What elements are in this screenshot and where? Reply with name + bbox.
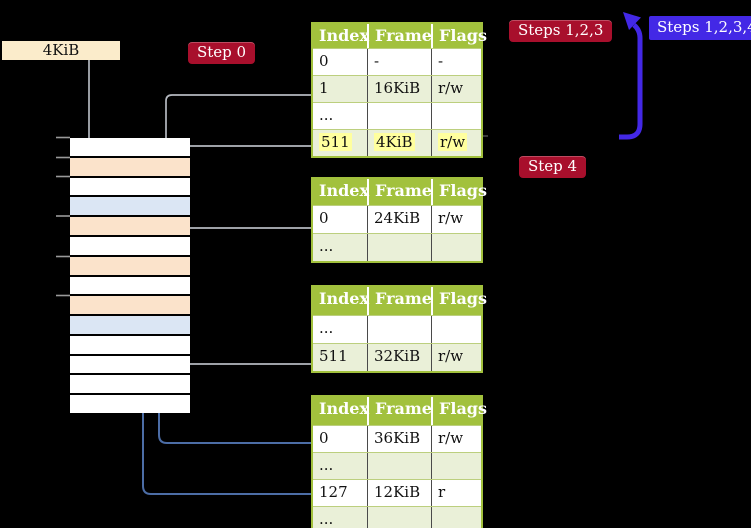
table-cell: -: [367, 49, 431, 75]
table-cell: r/w: [431, 344, 481, 371]
step4-label: Step 4: [519, 156, 587, 178]
table-cell: [367, 507, 431, 528]
table-cell: [431, 103, 481, 129]
column-header: Frame: [367, 24, 432, 48]
column-header: Frame: [367, 179, 432, 205]
table-cell: 24KiB: [367, 206, 431, 233]
table-row: ...: [313, 452, 481, 479]
physical-memory-column: [70, 138, 190, 413]
memory-frame-row-7: [70, 276, 190, 295]
memory-frame-row-4: [70, 217, 190, 235]
table-row: ...: [313, 233, 481, 261]
memory-frame-row-5: [70, 236, 190, 255]
column-header: Flags: [431, 287, 487, 315]
memory-frame-row-10: [70, 335, 190, 354]
table-cell: [367, 234, 431, 261]
column-header: Index: [319, 289, 370, 308]
page-size-label: 4KiB: [2, 41, 120, 60]
table-cell: r/w: [431, 76, 481, 102]
memory-frame-row-0: [70, 138, 190, 156]
table-cell: 511: [319, 347, 348, 365]
table-cell: 4KiB: [367, 130, 431, 156]
memory-frame-row-12: [70, 375, 190, 394]
memory-frame-row-8: [70, 296, 190, 315]
table-cell: [367, 103, 431, 129]
memory-frame-row-3: [70, 197, 190, 216]
table-cell: [431, 507, 481, 528]
table-cell: 36KiB: [367, 426, 431, 452]
memory-address-ticks: [56, 136, 70, 297]
table-row: ...: [313, 315, 481, 343]
memory-frame-row-6: [70, 256, 190, 275]
table-cell: 0: [319, 52, 329, 70]
memory-frame-row-13: [70, 395, 190, 413]
column-header: Index: [319, 399, 370, 418]
table-cell: -: [431, 49, 481, 75]
column-header: Frame: [367, 287, 432, 315]
memory-frame-row-1: [70, 157, 190, 176]
table-cell: 1: [319, 79, 329, 97]
step0-label: Step 0: [188, 42, 256, 64]
table-row: ...: [313, 506, 481, 528]
column-header: Index: [319, 26, 370, 45]
memory-frame-row-11: [70, 355, 190, 374]
table-cell: 0: [319, 429, 329, 447]
table-row: 0 --: [313, 48, 481, 75]
table-cell: r/w: [431, 130, 481, 156]
table-cell: [431, 234, 481, 261]
column-header: Index: [319, 181, 370, 200]
steps1234-label: Steps 1,2,3,4: [649, 16, 751, 40]
memory-frame-row-2: [70, 177, 190, 196]
table-cell: r/w: [431, 206, 481, 233]
table-cell: [431, 453, 481, 479]
column-header: Flags: [431, 24, 487, 48]
column-header: Flags: [431, 397, 487, 425]
table-cell: ...: [319, 106, 334, 124]
table-cell: ...: [319, 456, 334, 474]
table-cell: ...: [319, 510, 334, 528]
table-cell: 16KiB: [367, 76, 431, 102]
table-cell: [367, 316, 431, 343]
table-cell: [367, 453, 431, 479]
table-cell: r: [431, 480, 481, 506]
table-cell: 12KiB: [367, 480, 431, 506]
table-cell: ...: [319, 237, 334, 255]
steps123-label: Steps 1,2,3: [509, 20, 613, 42]
table-cell: [431, 316, 481, 343]
table-cell: 32KiB: [367, 344, 431, 371]
table-cell: ...: [319, 319, 334, 337]
table-cell: 511: [319, 133, 352, 151]
table-cell: 127: [319, 483, 348, 501]
table-cell: 0: [319, 209, 329, 227]
table-row: ...: [313, 102, 481, 129]
memory-frame-row-9: [70, 316, 190, 334]
column-header: Flags: [431, 179, 487, 205]
table-cell: r/w: [431, 426, 481, 452]
column-header: Frame: [367, 397, 432, 425]
